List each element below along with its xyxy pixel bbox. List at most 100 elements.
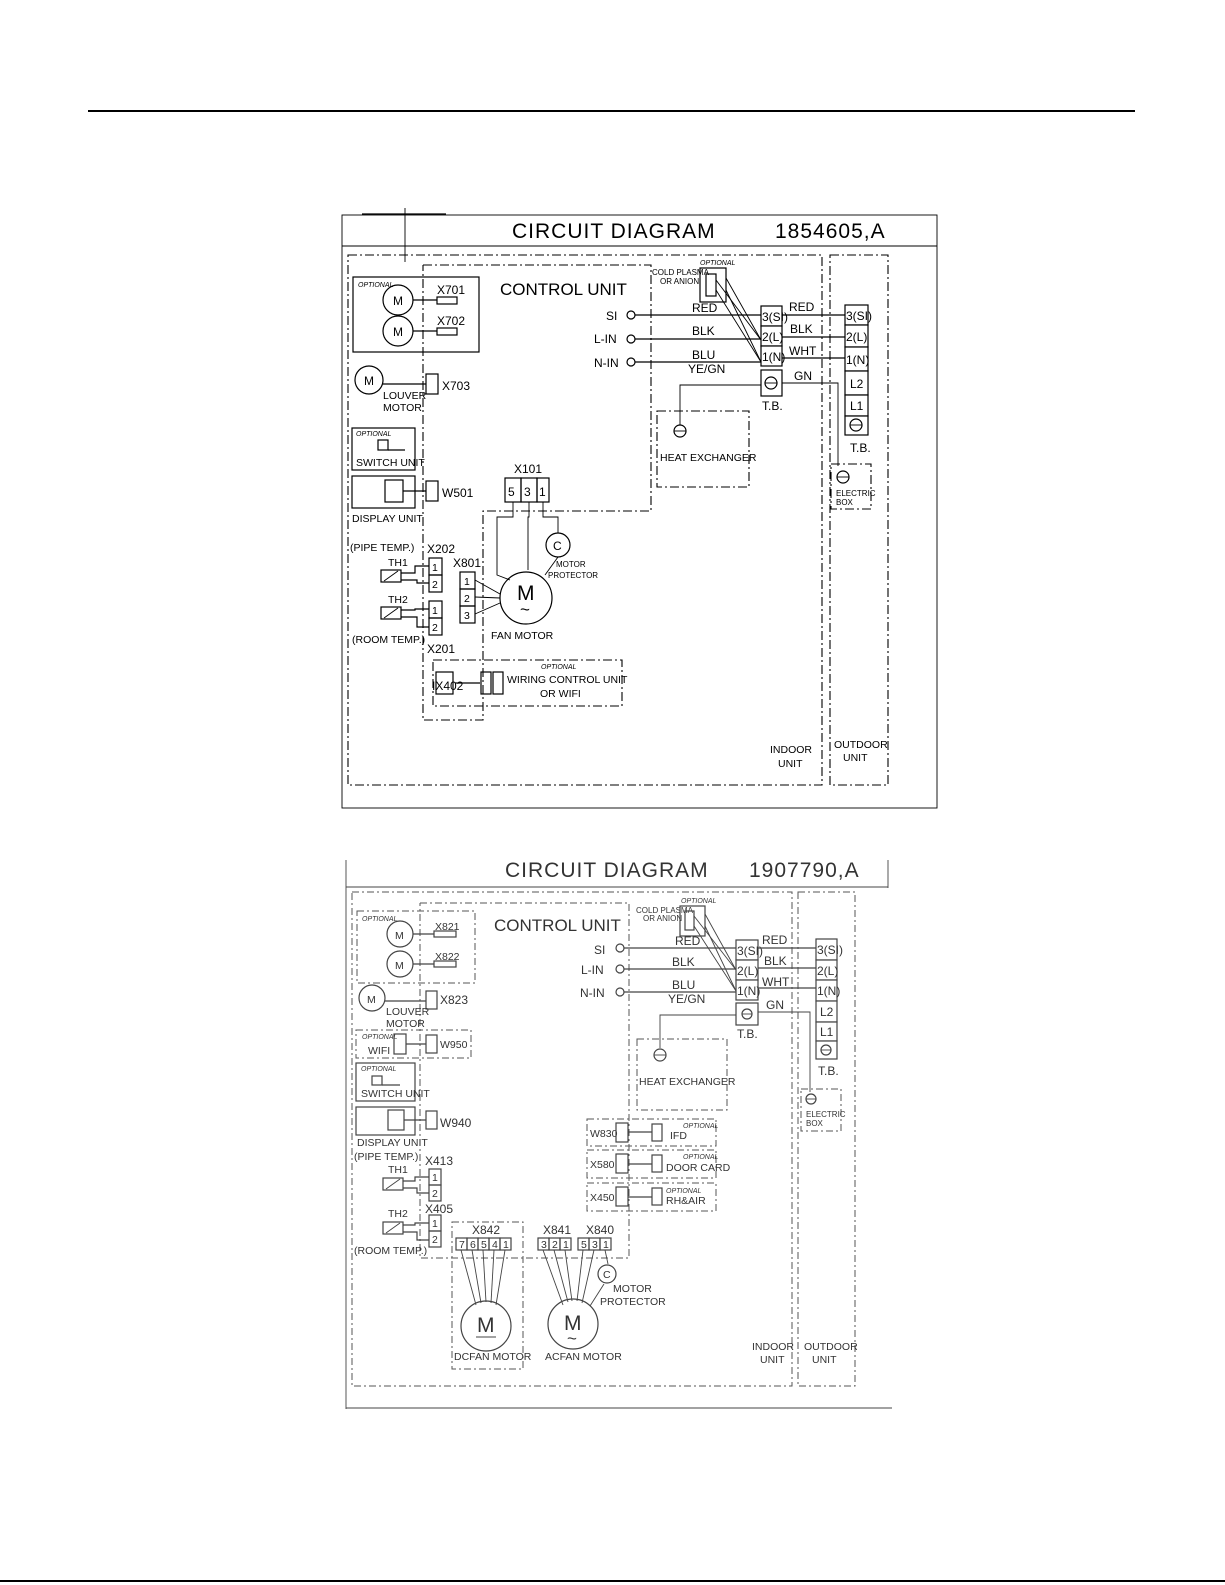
svg-text:M: M: [393, 325, 403, 339]
control-unit-area: [422, 264, 652, 721]
svg-text:X701: X701: [437, 283, 465, 297]
svg-text:1: 1: [563, 1239, 569, 1251]
svg-text:M: M: [393, 294, 403, 308]
svg-text:X101: X101: [514, 462, 542, 476]
svg-text:BLU: BLU: [692, 348, 715, 362]
svg-text:OPTIONAL: OPTIONAL: [356, 431, 392, 438]
svg-text:UNIT: UNIT: [778, 758, 803, 770]
svg-text:M: M: [364, 374, 374, 388]
svg-text:X703: X703: [442, 379, 470, 393]
display-unit-box: [351, 475, 416, 509]
svg-text:5: 5: [581, 1239, 587, 1251]
svg-text:OPTIONAL: OPTIONAL: [361, 1066, 397, 1073]
electric-box: [800, 1088, 842, 1132]
optional-motors-box: [352, 276, 480, 353]
svg-text:X842: X842: [472, 1223, 500, 1237]
connector-w501: [425, 480, 439, 502]
connector-x840: [577, 1237, 612, 1251]
svg-text:RH&AIR: RH&AIR: [666, 1195, 706, 1207]
outdoor-unit-area: [797, 891, 856, 1387]
svg-text:OUTDOOR: OUTDOOR: [834, 739, 888, 751]
svg-text:GN: GN: [794, 369, 812, 383]
svg-text:ACFAN MOTOR: ACFAN MOTOR: [545, 1351, 622, 1363]
svg-text:M: M: [395, 930, 404, 942]
acfan-motor-icon: [547, 1298, 599, 1350]
diagram1-code: 1854605,A: [775, 220, 886, 243]
svg-text:T.B.: T.B.: [818, 1064, 839, 1078]
svg-text:RED: RED: [692, 301, 718, 315]
svg-text:PROTECTOR: PROTECTOR: [600, 1296, 666, 1308]
svg-text:2: 2: [432, 1234, 438, 1246]
svg-text:M: M: [367, 994, 376, 1006]
indoor-unit-area: [351, 891, 793, 1387]
bottom-rule: [0, 1580, 1225, 1582]
svg-text:1(N): 1(N): [737, 984, 760, 998]
connector-x701: [436, 296, 458, 305]
svg-text:M: M: [477, 1314, 496, 1337]
svg-text:5: 5: [508, 485, 515, 499]
diagram1-title: CIRCUIT DIAGRAM: [512, 220, 716, 243]
dcfan-area: [451, 1221, 524, 1370]
svg-text:W501: W501: [442, 486, 474, 500]
svg-text:DCFAN MOTOR: DCFAN MOTOR: [454, 1351, 532, 1363]
fan-motor-icon: [499, 571, 553, 625]
switch-unit-box: [355, 1062, 416, 1102]
cold-plasma-box: [679, 905, 706, 937]
svg-text:~: ~: [520, 600, 530, 619]
svg-text:3: 3: [541, 1239, 547, 1251]
svg-text:1: 1: [432, 1218, 438, 1230]
svg-text:L2: L2: [850, 377, 864, 391]
svg-text:X840: X840: [586, 1223, 614, 1237]
svg-text:OPTIONAL: OPTIONAL: [683, 1154, 719, 1161]
door-card-module: [586, 1149, 717, 1179]
svg-text:OPTIONAL: OPTIONAL: [362, 916, 398, 923]
svg-text:MOTOR: MOTOR: [556, 560, 586, 569]
svg-text:1: 1: [432, 1172, 438, 1184]
optional-motors-box: [356, 910, 476, 984]
connector-x841: [537, 1237, 572, 1251]
svg-text:BLK: BLK: [692, 324, 715, 338]
svg-text:TH2: TH2: [388, 594, 408, 606]
svg-text:W950: W950: [440, 1039, 468, 1051]
svg-text:X841: X841: [543, 1223, 571, 1237]
thermistor-icon: [382, 1221, 404, 1235]
svg-text:1(N): 1(N): [762, 350, 785, 364]
svg-text:BLK: BLK: [764, 954, 787, 968]
svg-text:PROTECTOR: PROTECTOR: [548, 571, 598, 580]
svg-text:T.B.: T.B.: [762, 399, 783, 413]
svg-text:OPTIONAL: OPTIONAL: [666, 1188, 702, 1195]
diagram1-frame: [341, 214, 938, 809]
svg-text:TH1: TH1: [388, 557, 408, 569]
svg-text:SI: SI: [606, 309, 617, 323]
thermistor-icon: [382, 1177, 404, 1191]
svg-text:X202: X202: [427, 542, 455, 556]
svg-text:M: M: [395, 960, 404, 972]
svg-text:3(SI): 3(SI): [737, 944, 763, 958]
svg-text:YE/GN: YE/GN: [688, 362, 725, 376]
svg-text:3(SI): 3(SI): [846, 309, 872, 323]
svg-text:OPTIONAL: OPTIONAL: [541, 664, 577, 671]
svg-text:TH2: TH2: [388, 1208, 408, 1220]
svg-text:LOUVER: LOUVER: [383, 390, 427, 402]
svg-text:ELECTRIC: ELECTRIC: [836, 489, 876, 498]
svg-text:X413: X413: [425, 1154, 453, 1168]
motor-protector-icon: [597, 1264, 617, 1284]
svg-text:6: 6: [470, 1239, 476, 1251]
indoor-unit-area: [347, 254, 823, 786]
dcfan-motor-icon: [460, 1300, 512, 1352]
thermistor-icon: [380, 569, 402, 583]
svg-text:TH1: TH1: [388, 1164, 408, 1176]
control-unit-label: CONTROL UNIT: [494, 916, 621, 935]
switch-unit-label: SWITCH UNIT: [356, 457, 425, 469]
svg-text:1: 1: [432, 562, 438, 574]
svg-text:4: 4: [492, 1239, 498, 1251]
svg-text:UNIT: UNIT: [843, 752, 868, 764]
cold-plasma-box: [699, 267, 727, 303]
svg-text:OR WIFI: OR WIFI: [540, 688, 581, 700]
svg-text:M: M: [517, 582, 536, 605]
svg-text:OPTIONAL: OPTIONAL: [362, 1034, 398, 1041]
svg-text:RED: RED: [762, 933, 788, 947]
svg-text:X801: X801: [453, 556, 481, 570]
svg-text:HEAT EXCHANGER: HEAT EXCHANGER: [639, 1076, 736, 1088]
svg-text:SWITCH UNIT: SWITCH UNIT: [361, 1088, 430, 1100]
